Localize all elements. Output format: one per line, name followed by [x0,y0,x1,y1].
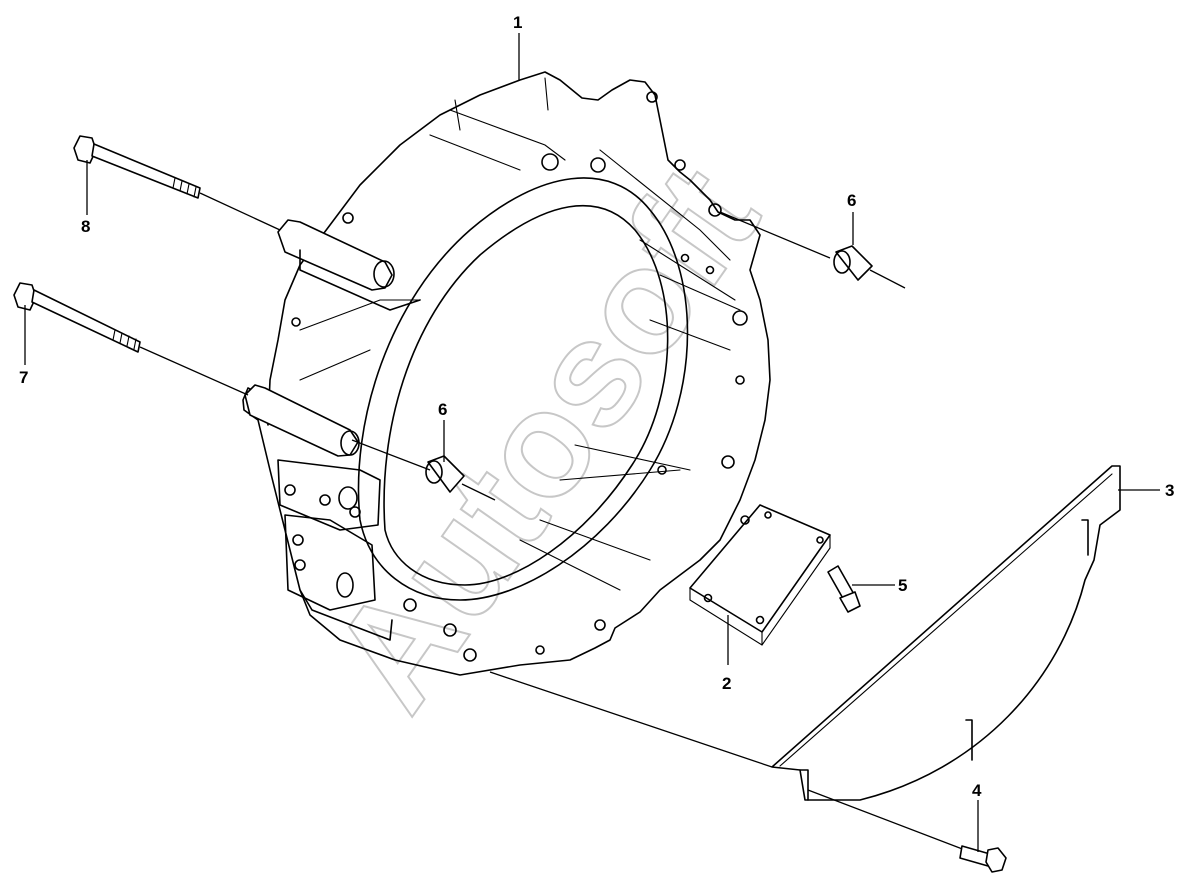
upper-long-bolt [73,135,281,231]
lower-long-bolt [13,282,249,396]
guard-plate [489,465,1121,801]
callout-7: 7 [19,368,28,387]
hex-bolt [807,789,1007,873]
callout-4: 4 [972,781,982,800]
callout-2: 2 [722,674,731,693]
dowel-pin-lower [351,439,496,501]
callout-6-lower: 6 [438,400,447,419]
small-screw [827,565,861,613]
callout-labels: 1 2 3 4 5 6 6 7 8 [19,13,1174,800]
callout-6-upper: 6 [847,191,856,210]
callout-5: 5 [898,576,907,595]
flywheel-housing [242,71,771,676]
callout-leaders [24,33,1160,852]
callout-8: 8 [81,217,90,236]
cover-plate [689,504,831,646]
callout-3: 3 [1165,481,1174,500]
callout-1: 1 [513,13,522,32]
dowel-pin-upper [719,211,906,289]
